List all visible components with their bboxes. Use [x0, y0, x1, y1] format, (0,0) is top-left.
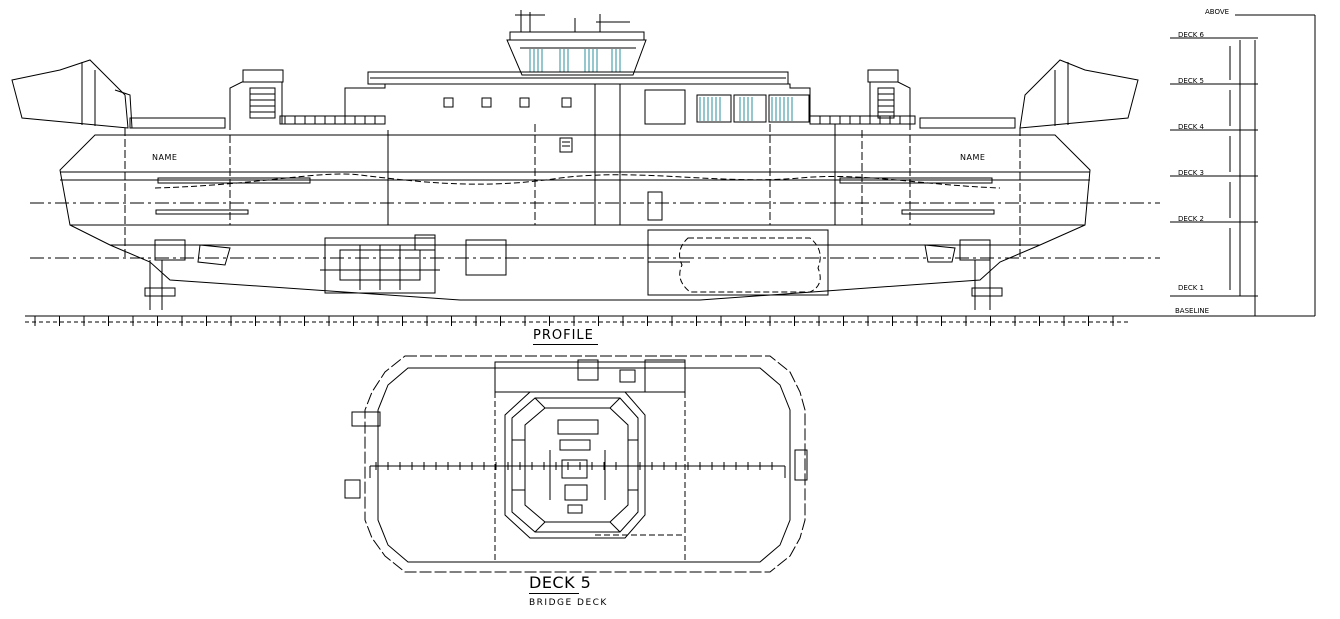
propulsion-units — [145, 240, 1002, 310]
wheelhouse — [507, 10, 646, 75]
bow-ramp-left — [12, 60, 132, 128]
frame-scale — [25, 316, 1315, 322]
deck-label-2: DECK 2 — [1178, 215, 1204, 223]
deck-outline — [365, 356, 805, 572]
frame-ticks — [35, 316, 1113, 326]
hull — [30, 84, 1160, 300]
deck-label-3: DECK 3 — [1178, 169, 1204, 177]
baseline-label: BASELINE — [1175, 307, 1210, 315]
deck-height-scale — [1170, 15, 1315, 316]
hull-name-right: NAME — [960, 153, 986, 162]
plan-ticks — [376, 462, 772, 470]
hull-name-left: NAME — [152, 153, 178, 162]
profile-title: PROFILE — [533, 328, 594, 343]
deck-subtitle: BRIDGE DECK — [529, 598, 608, 608]
wheelhouse-plan — [505, 392, 645, 538]
deck-label-1: DECK 1 — [1178, 284, 1204, 292]
bridge-windows — [530, 49, 792, 121]
deck-plan-view — [345, 356, 807, 572]
deck-label-6: DECK 6 — [1178, 31, 1204, 39]
deck-title: DECK 5 — [529, 573, 592, 592]
deck-underline — [529, 593, 579, 594]
deck-label-5: DECK 5 — [1178, 77, 1204, 85]
engine-room — [320, 230, 828, 295]
deck-label-above: ABOVE — [1205, 8, 1230, 16]
deck-label-4: DECK 4 — [1178, 123, 1204, 131]
deckhouse — [345, 72, 810, 152]
deck-railings — [130, 116, 1015, 128]
stair-towers — [230, 70, 910, 130]
bow-ramp-right — [1020, 60, 1138, 128]
profile-underline — [533, 344, 598, 345]
profile-view — [12, 10, 1315, 322]
